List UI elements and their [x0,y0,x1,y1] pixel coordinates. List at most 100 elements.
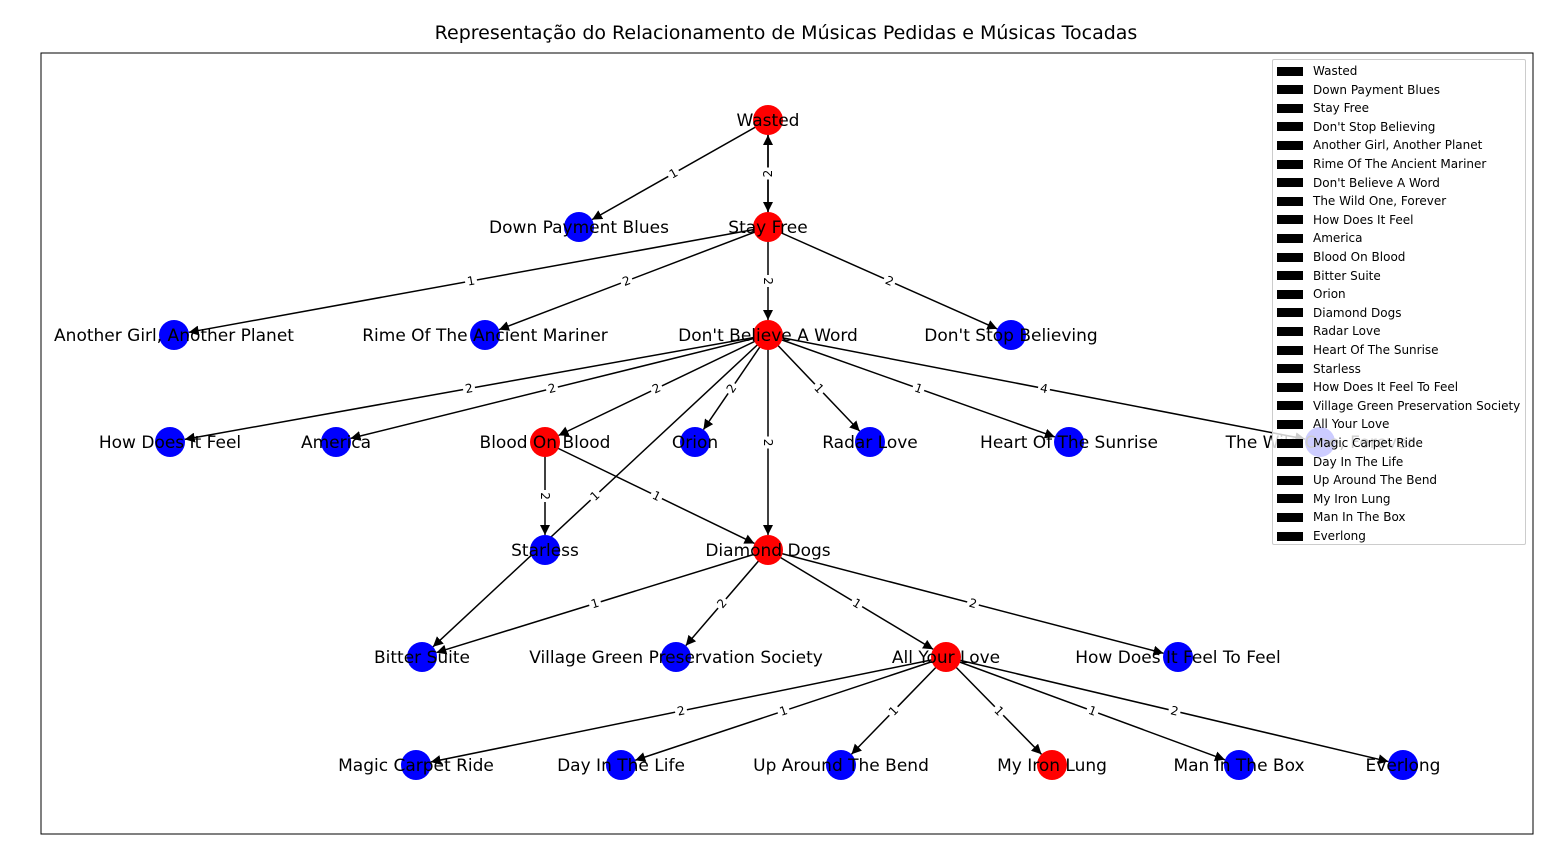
node-village-green [661,642,691,672]
edge-stay-free-to-another-girl [188,226,769,336]
edge-diamond-dogs-to-how-does-feel-to-feel [767,549,1164,656]
node-label-america: America [301,433,371,453]
edge-dont-believe-to-how-does-it-feel [184,334,769,443]
edge-weight-background [664,164,683,183]
legend-label: Day In The Life [1313,454,1404,469]
node-label-diamond-dogs: Diamond Dogs [705,541,830,561]
node-label-my-iron-lung: My Iron Lung [997,756,1107,776]
legend-label: How Does It Feel To Feel [1313,380,1459,395]
legend-item-blood-on-blood: Blood On Blood [1277,248,1405,266]
legend-item-my-iron-lung: My Iron Lung [1277,490,1391,508]
edge-weight-group: 2 [761,275,775,287]
legend-label: Starless [1313,361,1361,376]
legend-swatch [1277,438,1303,448]
edge-weight-background [544,380,560,397]
edge-dont-believe-to-america [350,334,769,441]
chart-title: Representação do Relacionamento de Músic… [434,22,1138,44]
node-wasted [753,105,783,135]
node-label-another-girl: Another Girl, Another Planet [54,326,294,346]
edge-weight-group: 1 [585,486,605,506]
legend-item-america: America [1277,229,1363,247]
edge-weight-group: 2 [648,379,665,398]
edge-blood-on-blood-to-diamond-dogs [544,441,755,545]
edge-all-your-love-to-day-in-life [634,656,947,762]
edge-weight-background [1084,702,1101,720]
edge-weight-group: 2 [618,272,635,290]
edge-weight-background [761,167,775,180]
node-label-magic-carpet: Magic Carpet Ride [338,756,494,776]
edge-weight-background [673,702,689,720]
legend-item-the-wild-one-forever: The Wild One, Forever [1277,192,1446,210]
edge-weight-label: 2 [464,381,474,396]
edge-weight-label: 2 [761,439,775,447]
edge-weight-group: 2 [673,702,689,720]
legend-item-radar-love: Radar Love [1277,322,1380,340]
node-dont-stop [996,320,1026,350]
edge-all-your-love-to-up-around [850,656,947,755]
legend-swatch [1277,345,1303,355]
legend-item-village-green-preservation-society: Village Green Preservation Society [1277,397,1520,415]
legend-item-how-does-it-feel-to-feel: How Does It Feel To Feel [1277,378,1458,396]
legend-label: Orion [1313,287,1346,302]
edge-stay-free-to-dont-stop [767,226,998,330]
node-label-man-in-box: Man In The Box [1173,756,1304,776]
legend-swatch [1277,419,1303,429]
node-down-payment-blues [564,212,594,242]
edge-weight-group: 1 [463,273,479,289]
edge-all-your-love-to-everlong [945,656,1389,765]
nodes-layer [155,105,1418,780]
legend-label: Heart Of The Sunrise [1313,343,1439,357]
legend-item-everlong: Everlong [1277,527,1366,545]
edge-weight-group: 2 [761,167,775,180]
legend-item-magic-carpet-ride: Magic Carpet Ride [1277,434,1423,452]
legend-label: My Iron Lung [1313,491,1391,506]
edge-weight-group: 1 [587,595,603,612]
edge-dont-believe-to-heart-sunrise [767,334,1056,439]
legend-item-up-around-the-bend: Up Around The Bend [1277,471,1437,489]
node-bitter-suite [407,642,437,672]
edge-weight-group: 1 [809,379,829,398]
node-label-dont-believe: Don't Believe A Word [678,326,858,346]
edge-wasted-to-down-payment-blues [591,119,769,221]
edge-weight-label: 2 [538,492,552,500]
edge-weight-group: 1 [1084,702,1101,720]
edge-weight-background [712,594,732,613]
legend-swatch [1277,382,1303,392]
edge-weight-group: 2 [881,272,898,290]
edge-weight-background [722,379,741,398]
edge-all-your-love-to-man-in-box [945,656,1226,762]
legend-label: All Your Love [1313,417,1390,432]
node-how-does-it-feel [155,427,185,457]
node-magic-carpet [401,750,431,780]
legend-item-diamond-dogs: Diamond Dogs [1277,304,1401,322]
edge-weight-group: 2 [544,380,560,397]
edge-weight-group: 1 [664,164,683,183]
legend-label: Up Around The Bend [1313,473,1438,488]
legend-swatch [1277,271,1303,281]
edge-weight-background [585,486,605,506]
edge-weight-background [848,594,866,613]
node-label-starless: Starless [511,541,579,561]
edge-weight-label: 2 [761,170,775,178]
node-label-radar-love: Radar Love [822,433,918,453]
edge-weight-group: 1 [775,702,792,720]
edge-dont-believe-to-bitter-suite [432,334,769,648]
legend-swatch [1277,122,1303,132]
node-orion [680,427,710,457]
node-label-heart-sunrise: Heart Of The Sunrise [980,433,1158,453]
edge-weight-label: 1 [778,703,790,719]
legend-swatch [1277,512,1303,522]
edge-weight-background [648,379,665,398]
legend-label: Diamond Dogs [1313,305,1402,320]
edge-weight-background [538,490,552,502]
legend-item-how-does-it-feel: How Does It Feel [1277,211,1413,229]
edge-weight-background [775,702,792,720]
edge-weight-group: 1 [910,379,927,398]
node-stay-free [753,212,783,242]
legend-label: Radar Love [1313,324,1381,339]
legend-item-orion: Orion [1277,285,1346,303]
edge-weight-group: 1 [848,594,866,613]
edge-weight-group: 4 [1036,380,1052,397]
